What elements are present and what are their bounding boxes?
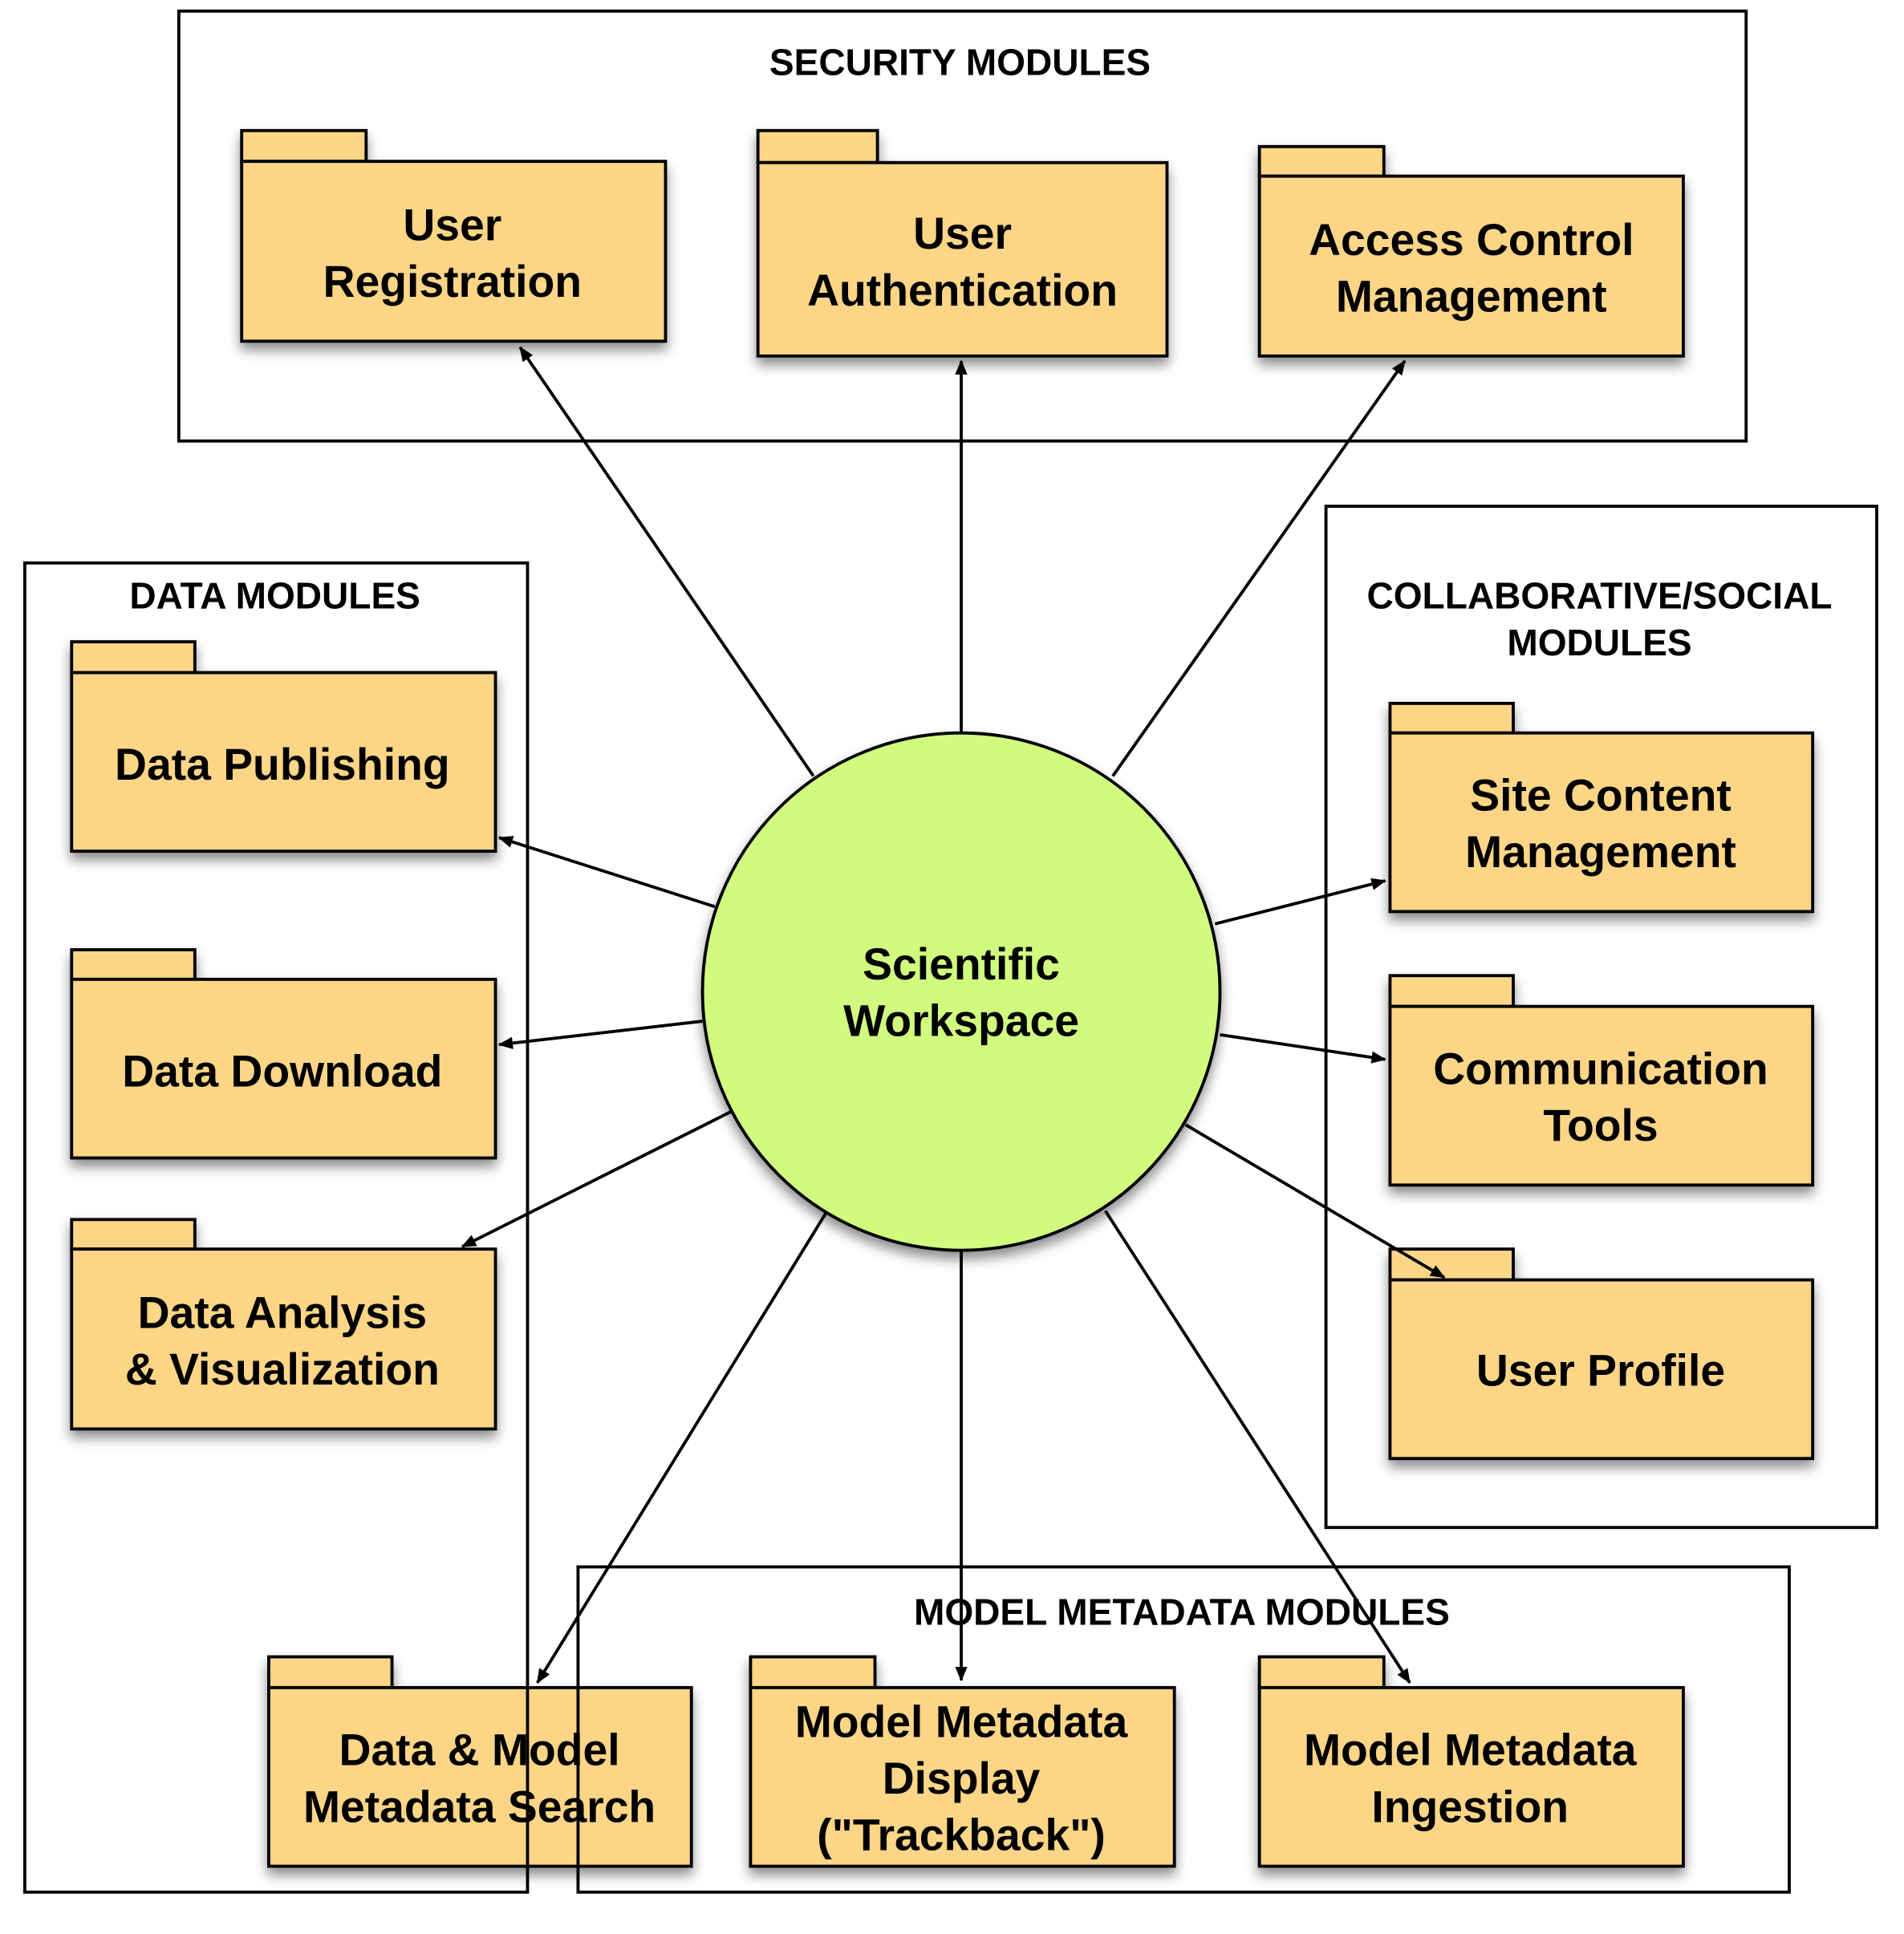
package-label: User Profile <box>1476 1346 1725 1396</box>
arrow-to-data-publishing <box>497 836 716 909</box>
arrow-to-user-registration <box>518 346 815 777</box>
group-model-metadata-modules: MODEL METADATA MODULES <box>576 1565 1791 1894</box>
arrow-to-metadata-ingestion <box>1104 1210 1411 1685</box>
package-user-profile[interactable]: User Profile <box>1388 1247 1815 1461</box>
package-label: Data Download <box>122 1046 442 1096</box>
package-label: Data Publishing <box>115 740 450 789</box>
package-data-publishing[interactable]: Data Publishing <box>70 640 497 853</box>
arrow-to-metadata-search <box>536 1212 827 1685</box>
package-data-analysis-visualization[interactable]: Data Analysis& Visualization <box>70 1218 497 1431</box>
arrow-to-data-download <box>497 1020 703 1049</box>
package-data-download[interactable]: Data Download <box>70 948 497 1160</box>
arrow-to-communication-tools <box>1220 1033 1386 1064</box>
group-data-modules: DATA MODULES <box>22 561 530 1894</box>
group-title: DATA MODULES <box>129 575 420 617</box>
package-label: Data Analysis& Visualization <box>125 1287 440 1394</box>
group-title: SECURITY MODULES <box>769 42 1151 83</box>
group-title: MODEL METADATA MODULES <box>914 1591 1450 1633</box>
arrow-to-user-profile <box>1184 1123 1446 1279</box>
arrow-to-data-analysis <box>461 1109 733 1248</box>
arrows <box>461 346 1446 1685</box>
arrow-to-site-content <box>1214 878 1386 926</box>
group-security-modules: SECURITY MODULES <box>177 9 1748 443</box>
arrow-to-access-control <box>1111 359 1407 777</box>
